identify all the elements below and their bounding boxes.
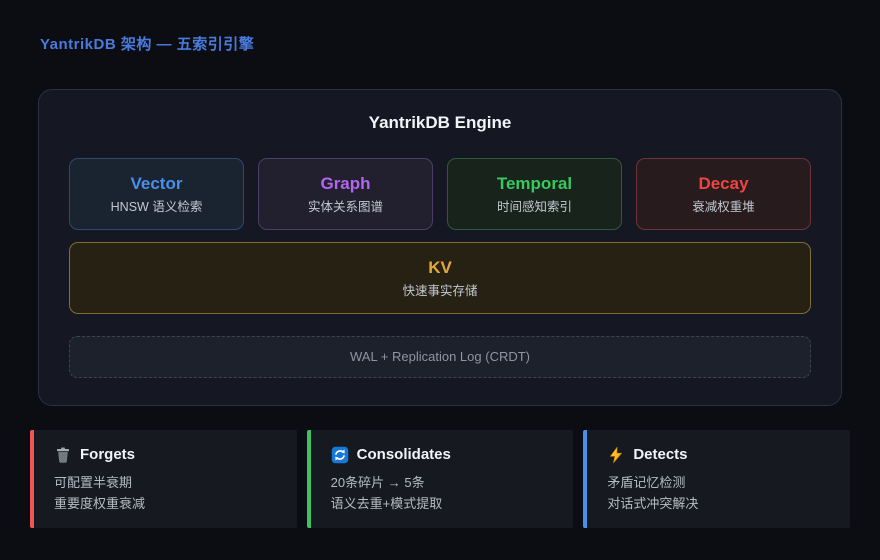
graph-title: Graph — [320, 174, 371, 193]
engine-panel: YantrikDB Engine Vector HNSW 语义检索 Graph … — [38, 89, 842, 406]
engine-title: YantrikDB Engine — [368, 113, 512, 132]
decay-desc: 衰减权重堆 — [692, 200, 755, 214]
feature-card-detects: Detects 矛盾记忆检测 对话式冲突解决 — [583, 430, 850, 528]
index-card-vector: Vector HNSW 语义检索 — [69, 158, 244, 230]
index-card-temporal: Temporal 时间感知索引 — [447, 158, 622, 230]
forgets-line-1: 可配置半衰期 — [54, 475, 133, 490]
temporal-title: Temporal — [496, 174, 573, 193]
graph-desc: 实体关系图谱 — [307, 200, 383, 214]
feature-card-consolidates: Consolidates 20条碎片 → 5条 语义去重+模式提取 — [306, 430, 574, 528]
consolidates-line-1: 20条碎片 → 5条 — [330, 475, 425, 490]
vector-title: Vector — [130, 174, 183, 193]
page-title: YantrikDB 架构 — 五索引引擎 — [40, 36, 255, 53]
index-card-kv: KV 快速事实存储 — [69, 242, 811, 314]
forgets-header: Forgets — [54, 445, 277, 465]
trash-icon — [54, 446, 72, 464]
forgets-line-2: 重要度权重衰减 — [54, 496, 146, 511]
detects-title: Detects — [633, 446, 688, 463]
index-card-graph: Graph 实体关系图谱 — [258, 158, 433, 230]
decay-title: Decay — [698, 174, 749, 193]
consolidates-header: Consolidates — [331, 445, 554, 465]
kv-desc: 快速事实存储 — [402, 284, 478, 298]
detects-line-1: 矛盾记忆检测 — [607, 475, 686, 490]
feature-card-forgets: Forgets 可配置半衰期 重要度权重衰减 — [30, 430, 297, 528]
features-row: Forgets 可配置半衰期 重要度权重衰减 Consolidates 20条碎… — [30, 430, 850, 528]
consolidates-title: Consolidates — [356, 446, 451, 463]
kv-title: KV — [428, 258, 452, 277]
index-card-decay: Decay 衰减权重堆 — [636, 158, 811, 230]
sync-icon — [331, 446, 349, 464]
vector-desc: HNSW 语义检索 — [110, 200, 203, 214]
temporal-desc: 时间感知索引 — [496, 200, 572, 214]
wal-replication-bar: WAL + Replication Log (CRDT) — [69, 336, 811, 378]
detects-line-2: 对话式冲突解决 — [607, 496, 699, 511]
forgets-title: Forgets — [80, 446, 136, 463]
consolidates-line-2: 语义去重+模式提取 — [330, 496, 443, 511]
lightning-icon — [607, 446, 625, 464]
index-row: Vector HNSW 语义检索 Graph 实体关系图谱 Temporal 时… — [69, 158, 811, 230]
detects-header: Detects — [607, 445, 830, 465]
